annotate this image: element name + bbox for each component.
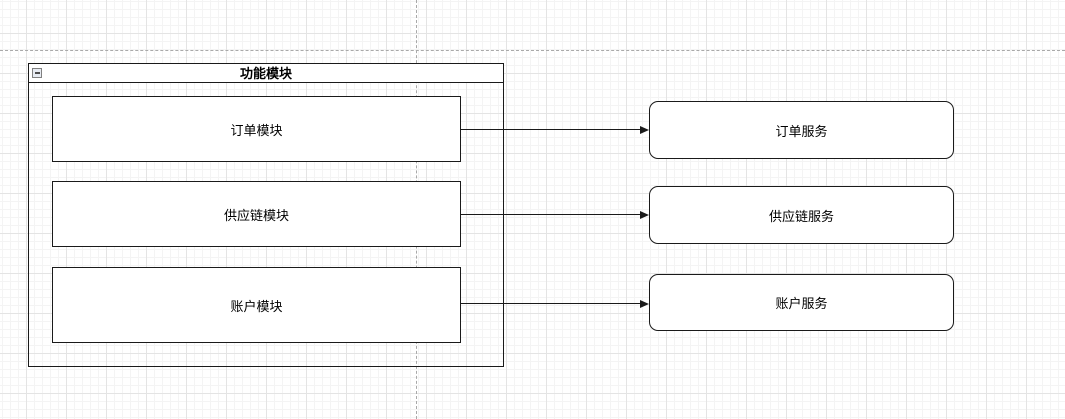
container-title: 功能模块 (239, 65, 292, 81)
page-guide-horizontal (0, 50, 1065, 51)
node-label: 订单模块 (230, 122, 283, 138)
container-title-bar: 功能模块 (29, 64, 503, 83)
collapse-minus-icon[interactable] (32, 68, 42, 78)
minus-glyph (34, 72, 40, 74)
edge-line (461, 214, 643, 216)
arrowhead-icon (640, 210, 649, 219)
node-order-module[interactable]: 订单模块 (52, 96, 461, 162)
node-supply-chain-module[interactable]: 供应链模块 (52, 181, 461, 247)
node-account-module[interactable]: 账户模块 (52, 267, 461, 343)
edge-line (461, 303, 643, 305)
node-label: 订单服务 (775, 123, 828, 139)
edge-account-module-to-account-service[interactable] (461, 299, 649, 308)
node-label: 账户服务 (775, 296, 828, 311)
edge-order-module-to-order-service[interactable] (461, 125, 649, 134)
arrowhead-icon (640, 125, 649, 134)
node-label: 供应链服务 (768, 208, 834, 224)
edge-line (461, 129, 643, 131)
node-label: 供应链模块 (223, 207, 289, 223)
edge-supply-chain-module-to-supply-chain-service[interactable] (461, 210, 649, 219)
node-account-service[interactable]: 账户服务 (649, 274, 954, 331)
node-supply-chain-service[interactable]: 供应链服务 (649, 186, 954, 244)
arrowhead-icon (640, 299, 649, 308)
node-label: 账户模块 (230, 298, 283, 314)
node-order-service[interactable]: 订单服务 (649, 101, 954, 159)
